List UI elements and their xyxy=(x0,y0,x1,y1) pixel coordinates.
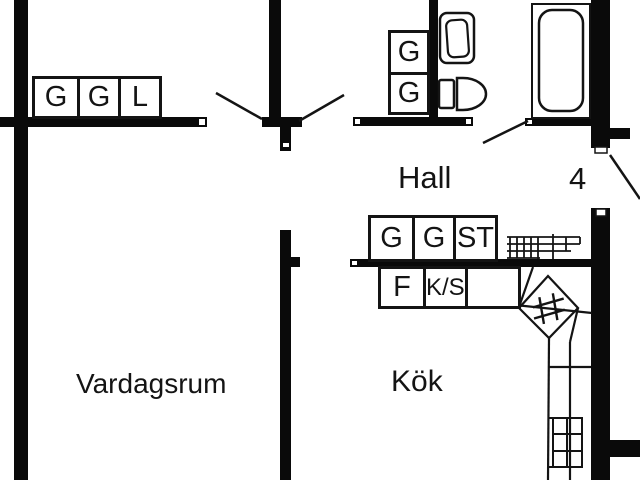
room-label-living-room: Vardagsrum xyxy=(76,368,227,399)
entry-closet-row: G G L xyxy=(32,76,162,119)
wall-entry-horizontal xyxy=(0,117,207,127)
wall-bathroom xyxy=(429,0,438,118)
door-swing-right-leaf xyxy=(298,93,345,123)
wall-joint-markers xyxy=(199,119,608,265)
closet-cell-g3: G xyxy=(397,36,421,68)
closet-cell-l: L xyxy=(118,79,159,116)
wall-left xyxy=(14,0,28,480)
wall-center-block xyxy=(262,117,302,127)
door-swing-bathroom xyxy=(482,119,529,145)
kitchen-appliance-row: F K/S xyxy=(378,266,521,309)
wall-kitchen-west-tick xyxy=(291,257,300,267)
toilet-icon xyxy=(437,76,488,112)
wall-tub-horizontal xyxy=(525,118,591,126)
room-label-kitchen: Kök xyxy=(391,365,443,398)
wall-kitchen-west xyxy=(280,230,291,480)
wall-top-center xyxy=(269,0,281,127)
closet-cell-g2: G xyxy=(77,79,118,116)
wall-right-upper xyxy=(591,0,610,148)
hall-closet-row: G G ST xyxy=(368,215,498,262)
door-swing-left-leaf xyxy=(215,91,263,121)
bathroom-closet-stack: G G xyxy=(388,30,430,115)
door-swing-icon xyxy=(215,91,640,200)
closet-cell-g4: G xyxy=(391,72,427,112)
counter-cell-blank xyxy=(464,269,520,306)
apartment-number: 4 xyxy=(569,161,587,196)
wall-right-stub-lower xyxy=(610,440,640,457)
appliance-cell-freezer: K/S xyxy=(423,269,465,306)
wall-right-stub-upper xyxy=(610,128,630,139)
washbasin-icon xyxy=(438,11,476,65)
kitchen-counter xyxy=(514,266,593,480)
bathtub-icon xyxy=(531,3,591,119)
door-swing-room4 xyxy=(608,154,640,200)
stove-icon xyxy=(548,417,583,468)
closet-cell-g5: G xyxy=(380,222,403,254)
wall-bath-horizontal xyxy=(353,117,473,126)
appliance-cell-fridge: F xyxy=(393,271,411,303)
wall-kitchen-horizontal xyxy=(350,259,600,267)
closet-cell-g1: G xyxy=(44,81,68,113)
sink-hash-mark xyxy=(532,293,566,325)
room-label-hall: Hall xyxy=(398,160,452,195)
closet-cell-g6: G xyxy=(412,218,453,259)
closet-cell-st: ST xyxy=(453,218,495,259)
hall-shelf-icon xyxy=(507,234,581,259)
wall-center-stub xyxy=(280,127,291,151)
wall-right-lower xyxy=(591,208,610,480)
